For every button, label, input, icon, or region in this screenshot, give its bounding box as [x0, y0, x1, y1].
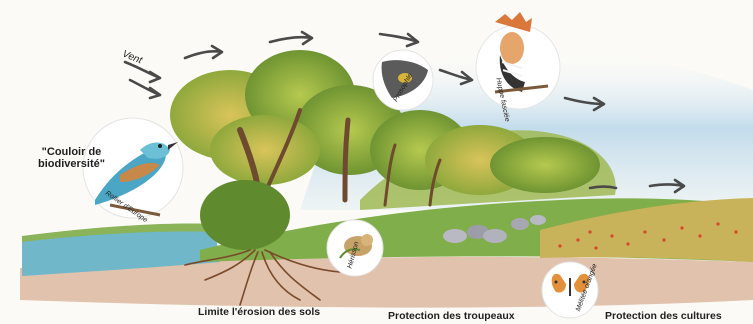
shrub	[200, 180, 290, 250]
beetle-medallion: Prosophle	[373, 50, 433, 110]
rabbit-medallion: Hérisson	[327, 220, 383, 276]
roller-medallion: Rollier d'Europe	[83, 118, 183, 224]
crop-protection-label: Protection des cultures	[605, 310, 722, 322]
butterfly-medallion: Mélitée orangée	[542, 262, 599, 318]
corridor-label: "Couloir de biodiversité"	[38, 146, 105, 170]
herd-protection-label: Protection des troupeaux	[388, 310, 515, 322]
soil-erosion-label: Limite l'érosion des sols	[198, 306, 320, 318]
